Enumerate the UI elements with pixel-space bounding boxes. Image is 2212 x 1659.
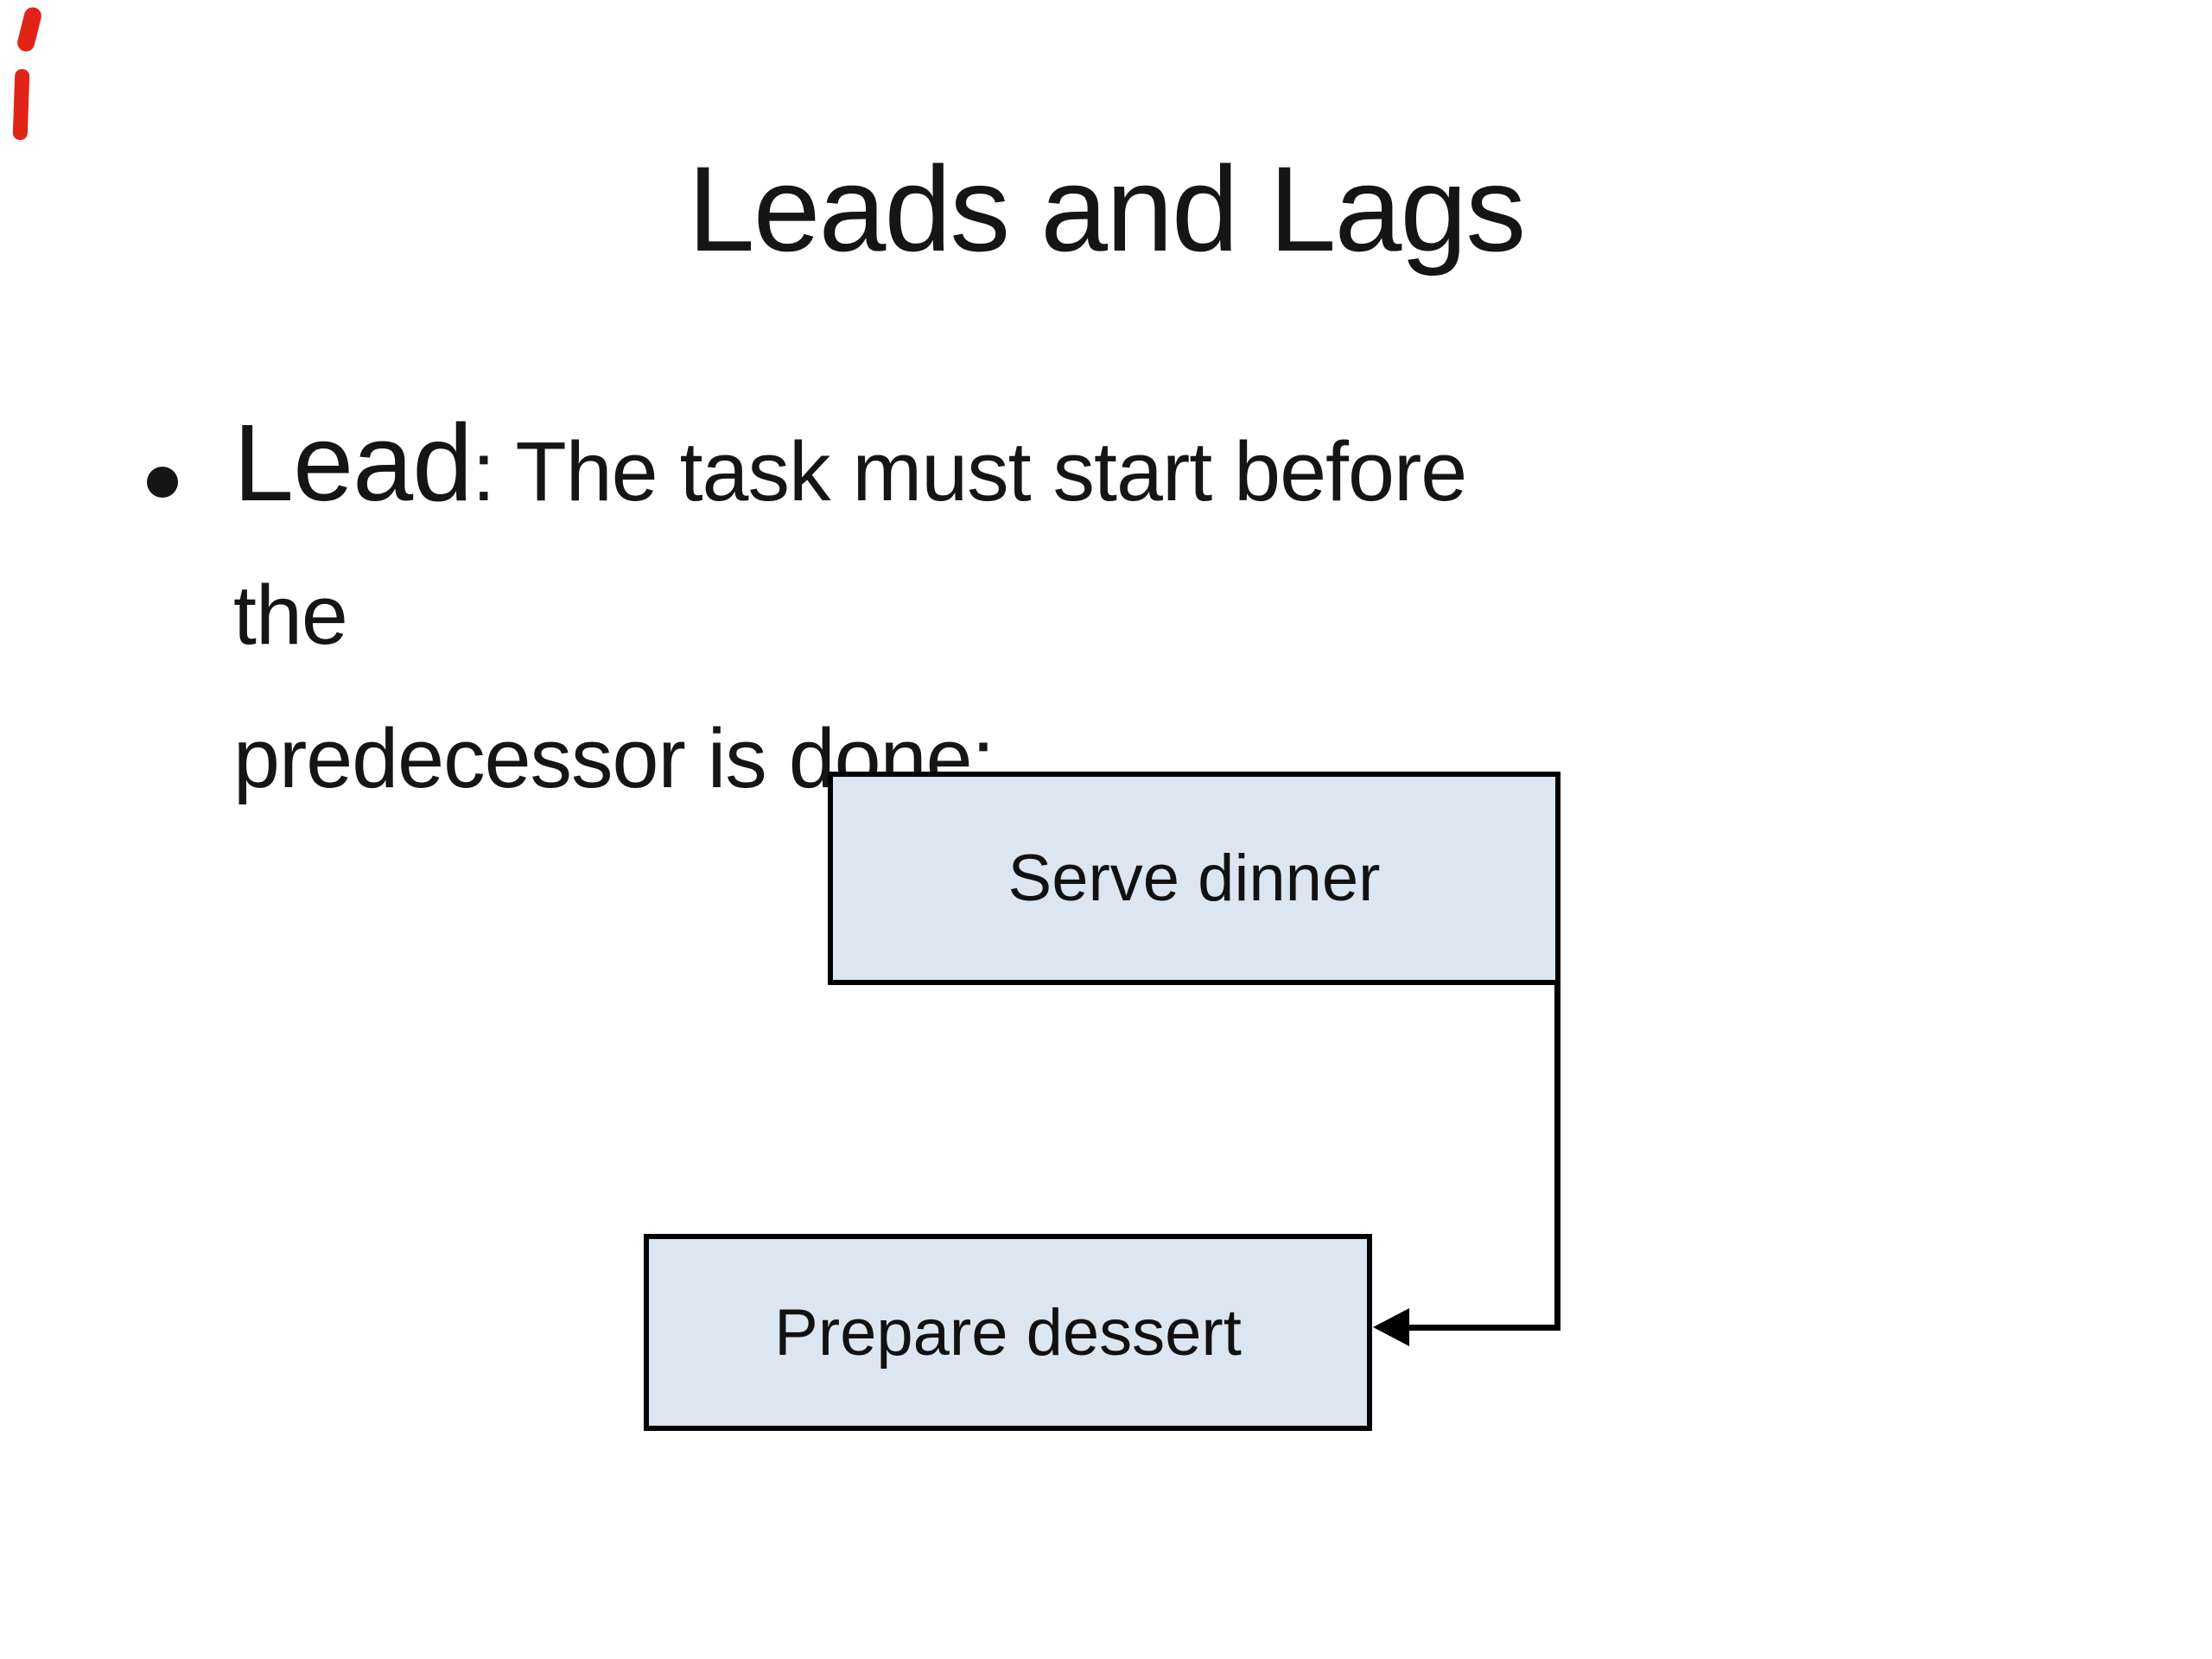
bullet-marker xyxy=(147,467,178,498)
bullet-line1-text: The task must start before the xyxy=(233,424,1467,662)
red-annotation-mark-2 xyxy=(12,68,30,141)
red-annotation-mark-1 xyxy=(16,5,43,54)
connector-horizontal-segment xyxy=(1404,1325,1560,1331)
connector-arrowhead-icon xyxy=(1373,1308,1409,1346)
bullet-item: Lead: The task must start before the pre… xyxy=(233,391,1581,830)
bullet-colon: : xyxy=(472,424,495,518)
task-box-prepare-dessert-label: Prepare dessert xyxy=(774,1295,1242,1370)
connector-vertical-segment xyxy=(1554,983,1560,1331)
task-box-serve-dinner-label: Serve dinner xyxy=(1007,842,1381,915)
slide-title: Leads and Lags xyxy=(687,141,1526,276)
task-box-serve-dinner: Serve dinner xyxy=(828,772,1560,985)
task-box-prepare-dessert: Prepare dessert xyxy=(644,1234,1372,1431)
bullet-term: Lead xyxy=(233,402,473,524)
